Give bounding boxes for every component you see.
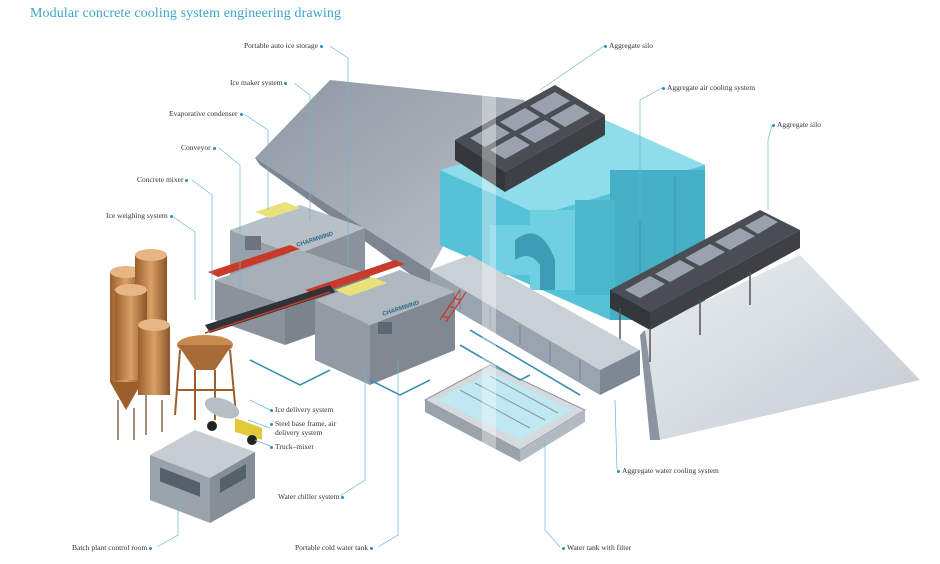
cement-silos [110, 249, 170, 440]
label-ice-maker: Ice maker system [230, 78, 289, 87]
access-stairs [439, 289, 467, 323]
water-chiller-module [305, 260, 455, 385]
label-conveyor: Conveyor [181, 143, 218, 152]
label-aggregate-water-cooling: Aggregate water cooling system [615, 466, 719, 475]
label-aggregate-air-cooling: Aggregate air cooling system [660, 83, 755, 92]
label-ice-delivery: Ice delivery system [268, 405, 333, 414]
pipe-network [249, 329, 581, 396]
aggregate-ramp-right [640, 255, 920, 440]
concrete-mixer-tower [174, 335, 237, 420]
label-ice-weighing: Ice weighing system [106, 211, 175, 220]
label-concrete-mixer: Concrete mixer [137, 175, 190, 184]
label-evaporative-condenser: Evaporative condenser [169, 109, 245, 118]
label-aggregate-silo-2: Aggregate silo [770, 120, 821, 129]
water-tank [423, 364, 587, 462]
leader-lines [156, 45, 773, 548]
label-truck-mixer: Truck–mixer [268, 442, 314, 451]
truck-mixer [204, 397, 262, 445]
aggregate-silo-top [455, 85, 605, 192]
label-aggregate-silo-1: Aggregate silo [602, 41, 653, 50]
aggregate-silo-right [610, 210, 800, 362]
label-portable-cold-water-tank: Portable cold water tank [295, 543, 375, 552]
label-batch-plant-room: Batch plant control room [72, 543, 154, 552]
batch-plant-control-room [150, 430, 255, 523]
label-portable-ice-storage: Portable auto ice storage [244, 41, 325, 50]
aggregate-water-cooling-unit [430, 255, 640, 395]
fold-crease [482, 60, 496, 555]
label-water-tank-filter: Water tank with filter [560, 543, 631, 552]
conveyor-belt [204, 285, 335, 334]
page-title: Modular concrete cooling system engineer… [30, 6, 342, 21]
label-water-chiller: Water chiller system [278, 492, 346, 501]
